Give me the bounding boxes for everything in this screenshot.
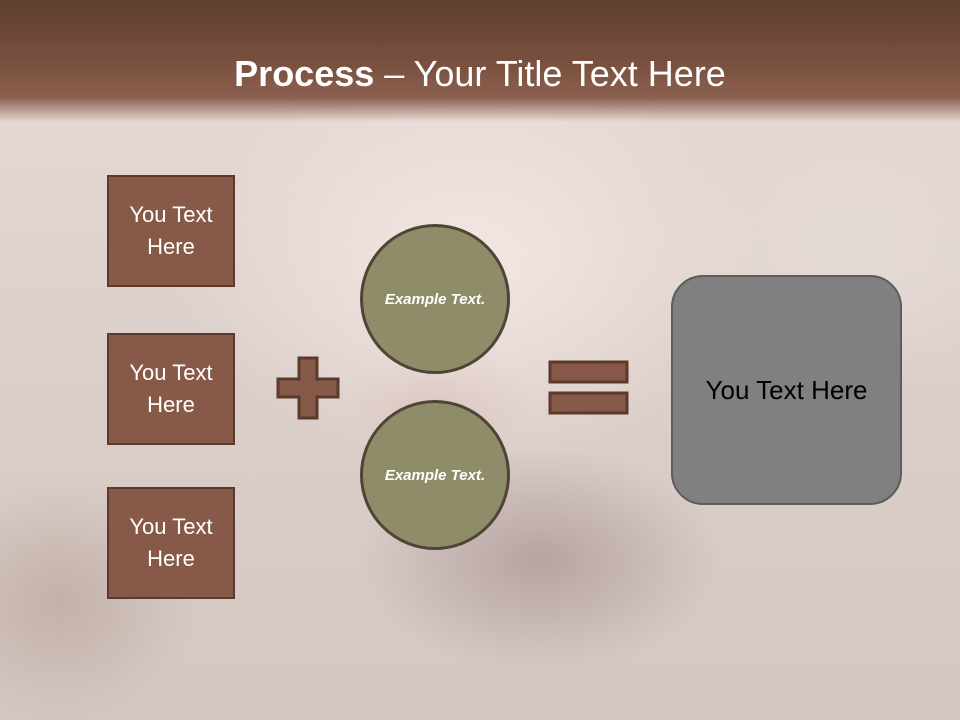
title-bold: Process <box>234 53 375 94</box>
result-box[interactable]: You Text Here <box>671 275 902 505</box>
circle-label: Example Text. <box>384 290 486 308</box>
result-label: You Text Here <box>705 374 868 405</box>
example-circle-2[interactable]: Example Text. <box>360 400 510 550</box>
text-box-label: You Text Here <box>129 360 213 417</box>
example-circle-1[interactable]: Example Text. <box>360 224 510 374</box>
text-box-label: You Text Here <box>129 514 213 571</box>
title-bar <box>0 0 960 122</box>
slide-title: Process – Your Title Text Here <box>0 52 960 96</box>
text-box-2[interactable]: You Text Here <box>107 333 235 445</box>
title-rest: – Your Title Text Here <box>374 53 726 94</box>
text-box-label: You Text Here <box>129 202 213 259</box>
circle-label: Example Text. <box>384 466 486 484</box>
text-box-1[interactable]: You Text Here <box>107 175 235 287</box>
plus-icon <box>276 356 340 420</box>
equals-icon <box>548 360 629 415</box>
text-box-3[interactable]: You Text Here <box>107 487 235 599</box>
